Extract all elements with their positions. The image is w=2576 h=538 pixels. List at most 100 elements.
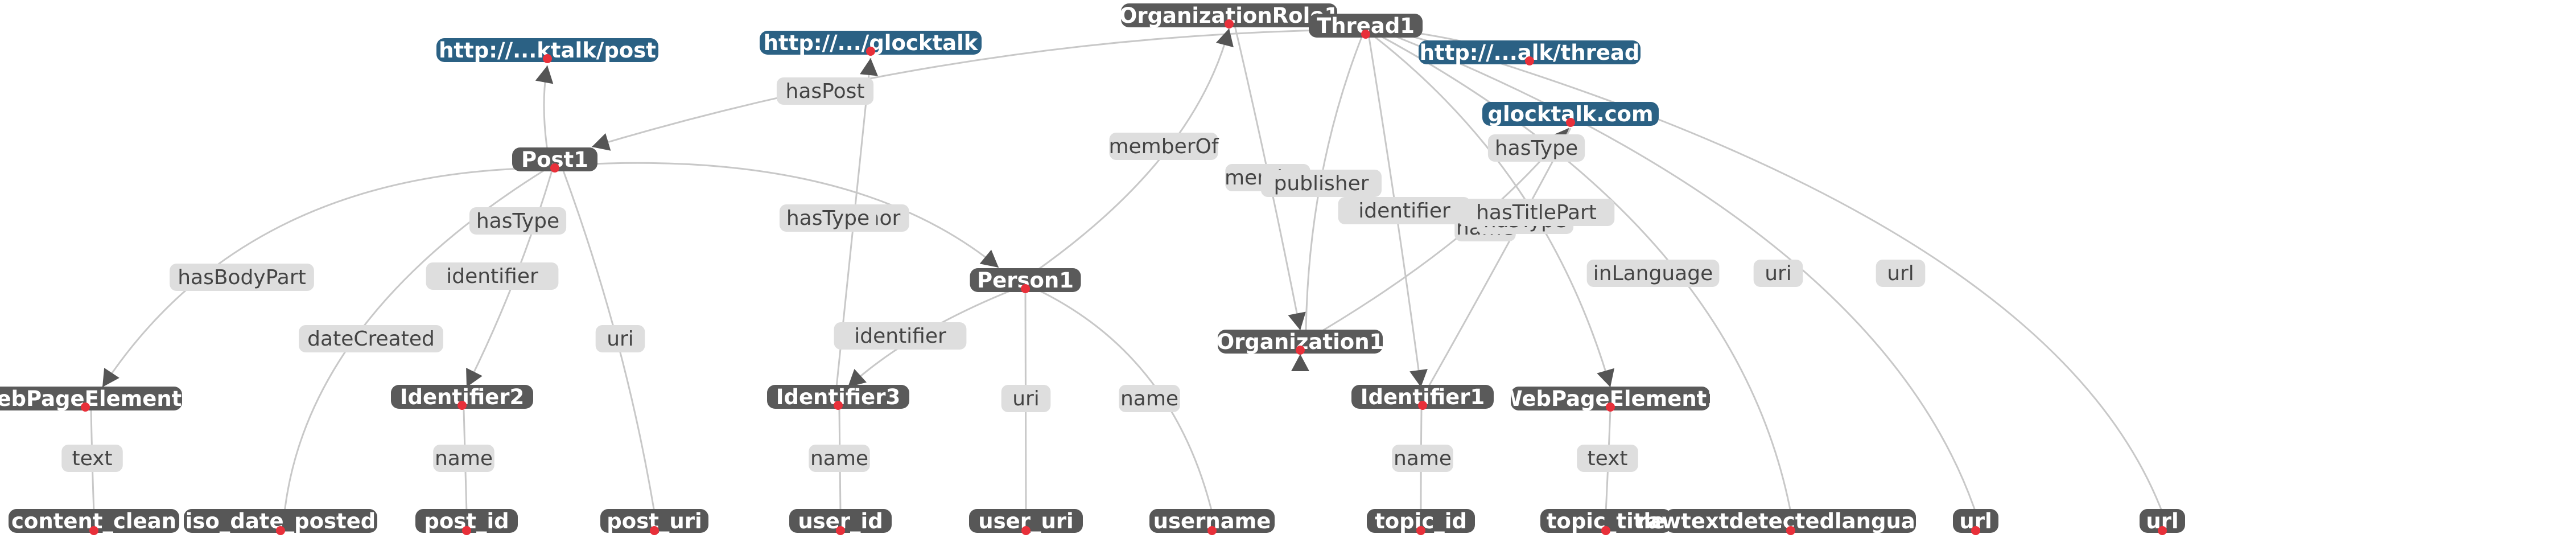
- node-username[interactable]: username: [1149, 509, 1275, 535]
- node-background: [1511, 387, 1710, 410]
- node-glocktalk-com[interactable]: glocktalk.com: [1482, 102, 1659, 127]
- node-background: [512, 147, 597, 171]
- edge-uri-line[interactable]: [1382, 30, 1977, 513]
- edge-label-text: name: [1120, 387, 1178, 410]
- node-anchor-dot-icon[interactable]: [834, 401, 843, 410]
- node-anchor-dot-icon[interactable]: [1021, 284, 1030, 293]
- node-uri-post[interactable]: http://...ktalk/post: [436, 38, 658, 63]
- node-anchor-dot-icon[interactable]: [1601, 526, 1610, 535]
- node-anchor-dot-icon[interactable]: [550, 163, 559, 173]
- edge-label-background: [779, 204, 877, 232]
- node-uri-glocktalk[interactable]: http://.../glocktalk: [760, 31, 982, 56]
- node-ident1[interactable]: Identifier1: [1351, 385, 1494, 410]
- edge-label-hastype[interactable]: hasType: [469, 207, 567, 235]
- edge-label-publisher[interactable]: publisher: [1261, 170, 1382, 197]
- edge-hasbodypart-line[interactable]: [101, 167, 547, 388]
- node-ident3[interactable]: Identifier3: [767, 385, 909, 410]
- node-anchor-dot-icon[interactable]: [1525, 56, 1534, 65]
- edge-inlanguage-line[interactable]: [1376, 33, 1792, 513]
- edge-label-text[interactable]: text: [61, 445, 123, 472]
- edge-label-text: uri: [1012, 387, 1040, 410]
- edge-haspost-line[interactable]: [591, 28, 1355, 148]
- edge-label-hastitlepart[interactable]: hasTitlePart: [1458, 199, 1615, 226]
- node-background: [1309, 14, 1423, 38]
- edge-label-hasbodypart[interactable]: hasBodyPart: [170, 264, 314, 291]
- node-anchor-dot-icon[interactable]: [1418, 401, 1427, 410]
- edge-label-name[interactable]: name: [433, 445, 494, 472]
- node-anchor-dot-icon[interactable]: [1786, 526, 1795, 535]
- node-anchor-dot-icon[interactable]: [1021, 526, 1031, 535]
- edge-label-uri[interactable]: uri: [595, 325, 645, 352]
- edge-label-identifier[interactable]: identifier: [834, 322, 967, 350]
- node-anchor-dot-icon[interactable]: [2158, 526, 2167, 535]
- node-background: [1482, 102, 1659, 126]
- edge-label-identifier[interactable]: identifier: [1338, 197, 1471, 224]
- node-wpe1[interactable]: WebPageElement1: [1499, 387, 1721, 412]
- edge-url-line[interactable]: [1388, 28, 2163, 513]
- node-rawtextlang[interactable]: rawtextdetectedlanguage: [1637, 509, 1945, 535]
- edge-label-inlanguage[interactable]: inLanguage: [1586, 260, 1720, 287]
- node-background: [1666, 509, 1916, 533]
- edge-name-line[interactable]: [1032, 286, 1213, 513]
- node-background: [1367, 509, 1475, 533]
- edge-label-haspost[interactable]: hasPost: [776, 77, 874, 105]
- node-content-clean[interactable]: content_clean: [9, 509, 179, 535]
- node-post1[interactable]: Post1: [512, 147, 597, 173]
- edge-label-uri[interactable]: uri: [1753, 260, 1803, 287]
- node-anchor-dot-icon[interactable]: [1207, 526, 1217, 535]
- edge-label-hastype[interactable]: hasType: [1487, 134, 1585, 162]
- node-url2[interactable]: url: [2140, 509, 2185, 535]
- edge-label-hastype[interactable]: hasType: [779, 204, 877, 232]
- node-anchor-dot-icon[interactable]: [543, 54, 552, 63]
- node-user-id[interactable]: user_id: [789, 509, 892, 535]
- edge-label-name[interactable]: name: [809, 445, 870, 472]
- node-anchor-dot-icon[interactable]: [89, 526, 98, 535]
- node-uri-thread[interactable]: http://...alk/thread: [1419, 40, 1641, 65]
- edge-label-text: uri: [607, 327, 634, 351]
- node-orgrole1[interactable]: OrganizationRole1: [1119, 3, 1339, 28]
- node-anchor-dot-icon[interactable]: [1296, 346, 1305, 355]
- edge-label-url[interactable]: url: [1876, 260, 1926, 287]
- node-anchor-dot-icon[interactable]: [462, 526, 471, 535]
- node-anchor-dot-icon[interactable]: [81, 403, 90, 412]
- edge-hastype-line[interactable]: [1427, 128, 1572, 388]
- node-post-uri[interactable]: post_uri: [600, 509, 708, 535]
- node-person1[interactable]: Person1: [970, 268, 1081, 293]
- arrowhead-icon: [848, 368, 867, 387]
- node-ident2[interactable]: Identifier2: [391, 385, 533, 410]
- node-org1[interactable]: Organization1: [1217, 330, 1384, 355]
- node-anchor-dot-icon[interactable]: [1971, 526, 1980, 535]
- node-topic-id[interactable]: topic_id: [1367, 509, 1475, 535]
- node-iso-date-posted[interactable]: iso_date_posted: [184, 509, 377, 535]
- edge-label-name[interactable]: name: [1392, 445, 1453, 472]
- edge-label-text[interactable]: text: [1577, 445, 1638, 472]
- node-anchor-dot-icon[interactable]: [650, 526, 659, 535]
- edge-label-identifier[interactable]: identifier: [426, 262, 559, 290]
- node-anchor-dot-icon[interactable]: [866, 47, 875, 56]
- node-background: [436, 38, 658, 62]
- edge-label-text: hasType: [476, 210, 559, 233]
- edge-label-datecreated[interactable]: dateCreated: [299, 325, 443, 352]
- edge-label-memberof[interactable]: memberOf: [1108, 133, 1219, 160]
- node-wpe2[interactable]: WebPageElement2: [0, 387, 196, 412]
- node-anchor-dot-icon[interactable]: [1606, 403, 1615, 412]
- node-user-uri[interactable]: user_uri: [969, 509, 1083, 535]
- node-anchor-dot-icon[interactable]: [1225, 19, 1234, 28]
- edge-label-uri[interactable]: uri: [1001, 385, 1051, 412]
- node-post-id[interactable]: post_id: [415, 509, 518, 535]
- node-anchor-dot-icon[interactable]: [1361, 30, 1370, 39]
- node-anchor-dot-icon[interactable]: [1416, 526, 1425, 535]
- node-anchor-dot-icon[interactable]: [458, 401, 467, 410]
- node-anchor-dot-icon[interactable]: [836, 526, 845, 535]
- node-anchor-dot-icon[interactable]: [1566, 118, 1575, 127]
- node-topic-title[interactable]: topic_title: [1540, 509, 1671, 535]
- edge-label-background: [1119, 385, 1180, 412]
- node-thread1[interactable]: Thread1: [1309, 14, 1423, 39]
- edge-hastitlepart-line[interactable]: [1371, 33, 1611, 388]
- edge-label-name[interactable]: name: [1119, 385, 1180, 412]
- node-anchor-dot-icon[interactable]: [276, 526, 285, 535]
- node-url1[interactable]: url: [1953, 509, 1998, 535]
- edge-author-line[interactable]: [568, 162, 999, 269]
